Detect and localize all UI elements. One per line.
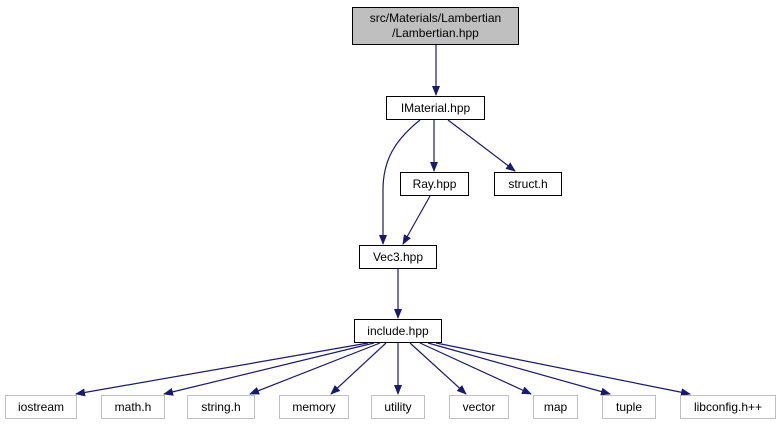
node-memory: memory [279,395,349,419]
node-utility: utility [371,395,425,419]
node-math-h: math.h [101,395,165,419]
node-struct-label: struct.h [508,176,548,191]
edge-include-to-math [163,342,375,396]
edge-include-to-libconfig [435,342,691,397]
edge-include-to-string [249,342,381,395]
node-string-h: string.h [187,395,255,419]
node-ray-hpp[interactable]: Ray.hpp [400,172,469,196]
node-math-label: math.h [114,399,152,414]
node-vector-label: vector [462,399,496,414]
node-tuple: tuple [602,395,656,419]
node-iostream: iostream [5,395,77,419]
node-vec3-hpp[interactable]: Vec3.hpp [359,245,437,269]
edge-imaterial-to-vec3 [379,119,421,245]
node-lambertian-path-line1: src/Materials/Lambertian [369,11,502,25]
node-imaterial-label: IMaterial.hpp [400,100,471,115]
node-lambertian-hpp: src/Materials/Lambertian /Lambertian.hpp [352,7,519,45]
node-utility-label: utility [384,399,412,414]
node-map-label: map [543,399,568,414]
node-iostream-label: iostream [17,399,64,414]
node-map: map [533,395,578,419]
node-libconfig-hpp: libconfig.h++ [680,395,776,419]
node-struct-h[interactable]: struct.h [494,172,562,196]
node-imaterial-hpp[interactable]: IMaterial.hpp [386,96,485,120]
node-vec3-label: Vec3.hpp [372,249,424,264]
node-lambertian-path-line2: /Lambertian.hpp [392,26,479,40]
edge-ray-to-vec3 [402,195,431,245]
node-ray-label: Ray.hpp [412,176,457,191]
edge-include-to-vector [409,342,467,395]
node-include-label: include.hpp [367,323,429,338]
edge-include-to-map [419,342,532,395]
edge-include-to-memory [330,342,387,395]
node-vector: vector [449,395,509,419]
edge-include-to-iostream [75,342,369,397]
node-libconfig-label: libconfig.h++ [693,399,763,414]
node-string-label: string.h [201,399,241,414]
edge-include-to-tuple [427,342,611,396]
edge-imaterial-to-struct [447,119,516,172]
node-memory-label: memory [292,399,336,414]
node-tuple-label: tuple [615,399,643,414]
node-include-hpp[interactable]: include.hpp [354,319,442,343]
